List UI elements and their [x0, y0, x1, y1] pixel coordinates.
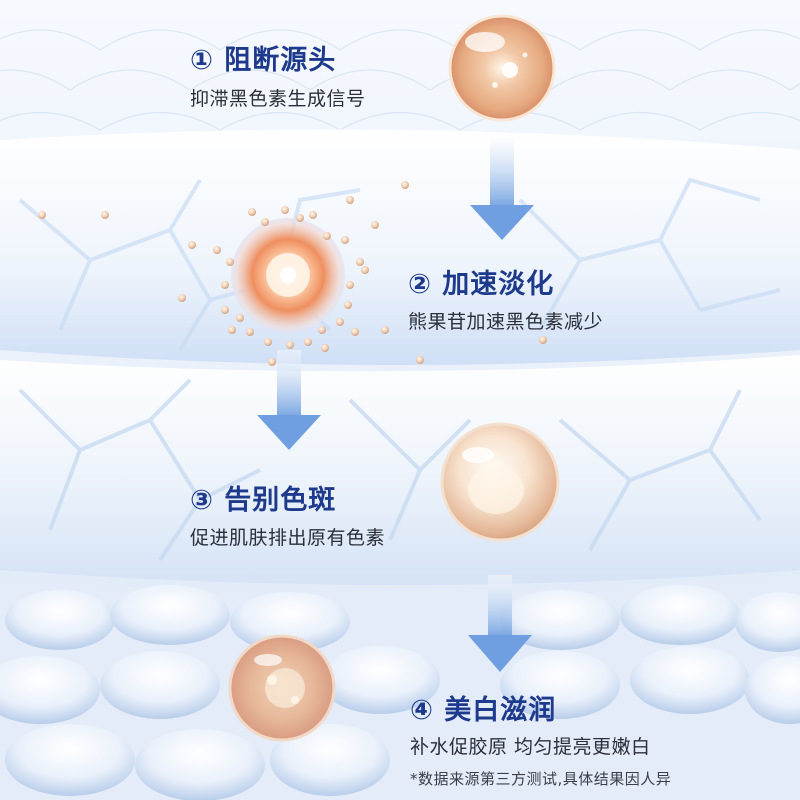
skin-layer-2	[0, 355, 800, 585]
orb-clear	[440, 422, 560, 542]
orb-glow	[231, 218, 345, 332]
step-4-desc: 补水促胶原 均匀提亮更嫩白	[410, 736, 651, 758]
arrow-2	[257, 350, 321, 450]
layer-2-veins	[18, 378, 762, 562]
step-3-desc: 促进肌肤排出原有色素	[190, 527, 386, 549]
arrow-1	[470, 135, 534, 240]
cell-bed	[0, 585, 800, 800]
skin-layer-1	[0, 129, 800, 365]
step-4-title: ④ 美白滋润	[410, 695, 557, 726]
orb-gold-sparkle	[448, 14, 556, 122]
orb-pink	[228, 634, 336, 742]
step-3-title: ③ 告别色斑	[190, 485, 337, 516]
top-scale-pattern	[0, 29, 800, 131]
step-1-title: ① 阻断源头	[190, 45, 337, 76]
footnote: *数据来源第三方测试,具体结果因人异	[410, 770, 672, 788]
arrow-3	[468, 575, 532, 672]
step-2-desc: 熊果苷加速黑色素减少	[408, 311, 604, 333]
layer-1-veins	[18, 177, 781, 352]
step-1-desc: 抑滞黑色素生成信号	[190, 88, 366, 110]
step-2-title: ② 加速淡化	[408, 269, 555, 300]
particles	[38, 181, 547, 366]
